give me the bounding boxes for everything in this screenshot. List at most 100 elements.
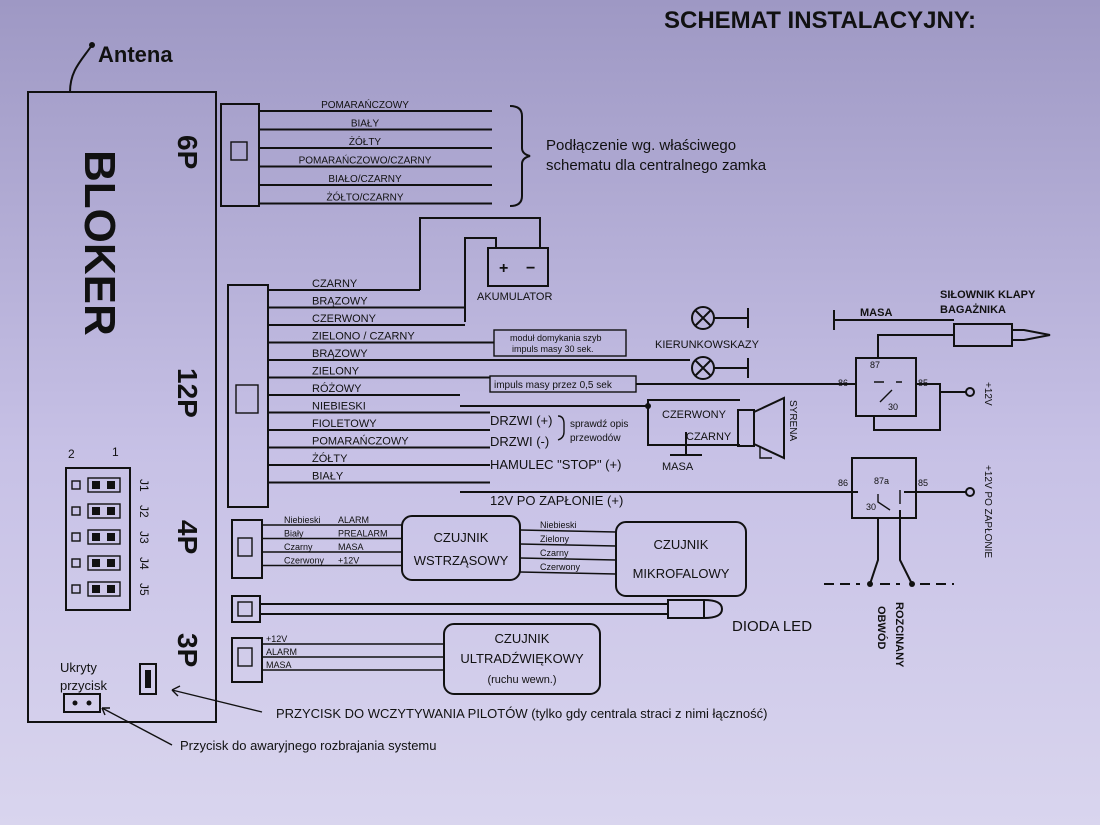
battery-plus-wire: [419, 217, 541, 290]
wire-6p-label-2: BIAŁY: [351, 119, 380, 130]
ultrasonic-pin-1: +12V: [266, 634, 287, 644]
siren-body: [737, 396, 785, 460]
trunk-actuator: [953, 323, 1051, 347]
shock-pin-function-2: PREALARM: [338, 529, 388, 539]
emergency-button-pin-1: [72, 700, 78, 706]
jumper-cap-2[interactable]: [87, 503, 121, 519]
siren-ground-label: MASA: [662, 461, 694, 473]
wire-12p-label-2: BRĄZOWY: [312, 296, 368, 308]
antenna-wire: [69, 44, 93, 93]
module-note-1: moduł domykania szyb: [510, 333, 602, 343]
hidden-button-label-2: przycisk: [60, 678, 107, 693]
connector-6p: [220, 103, 260, 207]
siren-ground-symbol: [670, 432, 702, 456]
shock-pin-color-1: Niebieski: [284, 515, 321, 525]
jumper-pin-b-1: [107, 481, 115, 489]
jumper-pin-a-1: [92, 481, 100, 489]
connector-3p: [231, 637, 263, 683]
ultrasonic-sensor-box: [443, 623, 601, 695]
relay1-contacts: [874, 381, 902, 403]
cut-circuit-label-2: OBWÓD: [875, 606, 888, 649]
actuator-label-1: SIŁOWNIK KLAPY: [940, 289, 1036, 301]
shock-pin-function-1: ALARM: [338, 515, 369, 525]
jumper-label-1: J1: [137, 479, 151, 492]
wire-microwave-3: [519, 557, 617, 561]
wire-6p-label-6: ŻÓŁTO/CZARNY: [326, 191, 403, 204]
jumper-pin-a-5: [92, 585, 100, 593]
siren-black-wire: [647, 406, 740, 446]
wire-12p-label-9: FIOLETOWY: [312, 418, 377, 430]
wire-12p-label-11: ŻÓŁTY: [312, 452, 348, 465]
jumper-cap-3[interactable]: [87, 529, 121, 545]
jumper-cap-4[interactable]: [87, 555, 121, 571]
ultrasonic-pin-3: MASA: [266, 660, 292, 670]
brace-6p: [509, 105, 531, 207]
jumper-pin-free-1: [71, 480, 81, 490]
jumper-label-5: J5: [137, 583, 151, 596]
jumper-pin-b-2: [107, 507, 115, 515]
led-connector: [231, 595, 261, 623]
wire-12p-label-6: ZIELONY: [312, 366, 360, 378]
wire-6p-label-5: BIAŁO/CZARNY: [328, 174, 402, 185]
wire-12p-label-4: ZIELONO / CZARNY: [312, 331, 415, 343]
check-note-1: sprawdź opis: [570, 419, 628, 430]
relay-2: [851, 457, 917, 519]
shock-pin-function-3: MASA: [338, 542, 364, 552]
cut-circuit-label-1: ROZCINANY: [893, 602, 905, 668]
indicators-label: KIERUNKOWSKAZY: [655, 339, 760, 351]
shock-pin-color-3: Czarny: [284, 542, 313, 552]
antenna-label: Antena: [98, 42, 173, 67]
connector-3p-label: 3P: [172, 633, 203, 667]
wire-6p-label-4: POMARAŃCZOWO/CZARNY: [299, 154, 432, 167]
jumper-col-2: 2: [68, 447, 75, 461]
doors-minus-label: DRZWI (-): [490, 434, 549, 449]
actuator-label-2: BAGAŻNIKA: [940, 303, 1006, 316]
jumper-pin-a-3: [92, 533, 100, 541]
relay2-p87a: 87a: [874, 476, 889, 486]
relay1-supply-terminal: [965, 387, 975, 397]
jumper-label-3: J3: [137, 531, 151, 544]
relay1-p87: 87: [870, 360, 880, 370]
jumper-pin-a-2: [92, 507, 100, 515]
emergency-button[interactable]: [63, 693, 101, 713]
ultrasonic-title-1: CZUJNIK: [495, 631, 550, 646]
indicator-lamp-2: [691, 356, 749, 380]
led-icon: [667, 599, 724, 619]
relay2-supply-label: +12V PO ZAPŁONIE: [982, 465, 993, 558]
shock-pin-color-2: Biały: [284, 529, 304, 539]
wires-6p: POMARAŃCZOWYBIAŁYŻÓŁTYPOMARAŃCZOWO/CZARN…: [259, 98, 492, 205]
connector-4p: [231, 519, 263, 579]
jumper-pin-free-3: [71, 532, 81, 542]
wire-microwave-4: [519, 571, 617, 575]
led-wires: [260, 603, 668, 615]
ignition-label: 12V PO ZAPŁONIE (+): [490, 493, 623, 508]
ultrasonic-pin-2: ALARM: [266, 647, 297, 657]
check-note-2: przewodów: [570, 433, 621, 444]
learn-button[interactable]: [139, 663, 157, 695]
microwave-pin-1: Niebieski: [540, 520, 577, 530]
relay2-contacts: [877, 490, 901, 511]
wire-12p-label-1: CZARNY: [312, 278, 358, 290]
relay2-supply-terminal: [965, 487, 975, 497]
learn-button-note: PRZYCISK DO WCZYTYWANIA PILOTÓW (tylko g…: [276, 706, 767, 721]
connector-6p-latch: [230, 141, 248, 161]
microwave-title-2: MIKROFALOWY: [633, 566, 730, 581]
doors-plus-label: DRZWI (+): [490, 413, 552, 428]
microwave-pin-3: Czarny: [540, 548, 569, 558]
indicator-lamp-1: [691, 306, 749, 330]
pulse-note: impuls masy przez 0,5 sek: [494, 380, 613, 391]
doors-brace: [557, 415, 565, 441]
jumper-cap-5[interactable]: [87, 581, 121, 597]
emergency-note-arrowhead: [101, 707, 110, 716]
siren-red-wire: [460, 399, 740, 407]
jumper-cap-1[interactable]: [87, 477, 121, 493]
ultrasonic-title-3: (ruchu wewn.): [487, 674, 556, 686]
jumper-pin-a-4: [92, 559, 100, 567]
module-note-2: impuls masy 30 sek.: [512, 344, 594, 354]
relay1-p30: 30: [888, 402, 898, 412]
shock-pin-color-4: Czerwony: [284, 556, 325, 566]
wire-microwave-1: [519, 529, 617, 533]
